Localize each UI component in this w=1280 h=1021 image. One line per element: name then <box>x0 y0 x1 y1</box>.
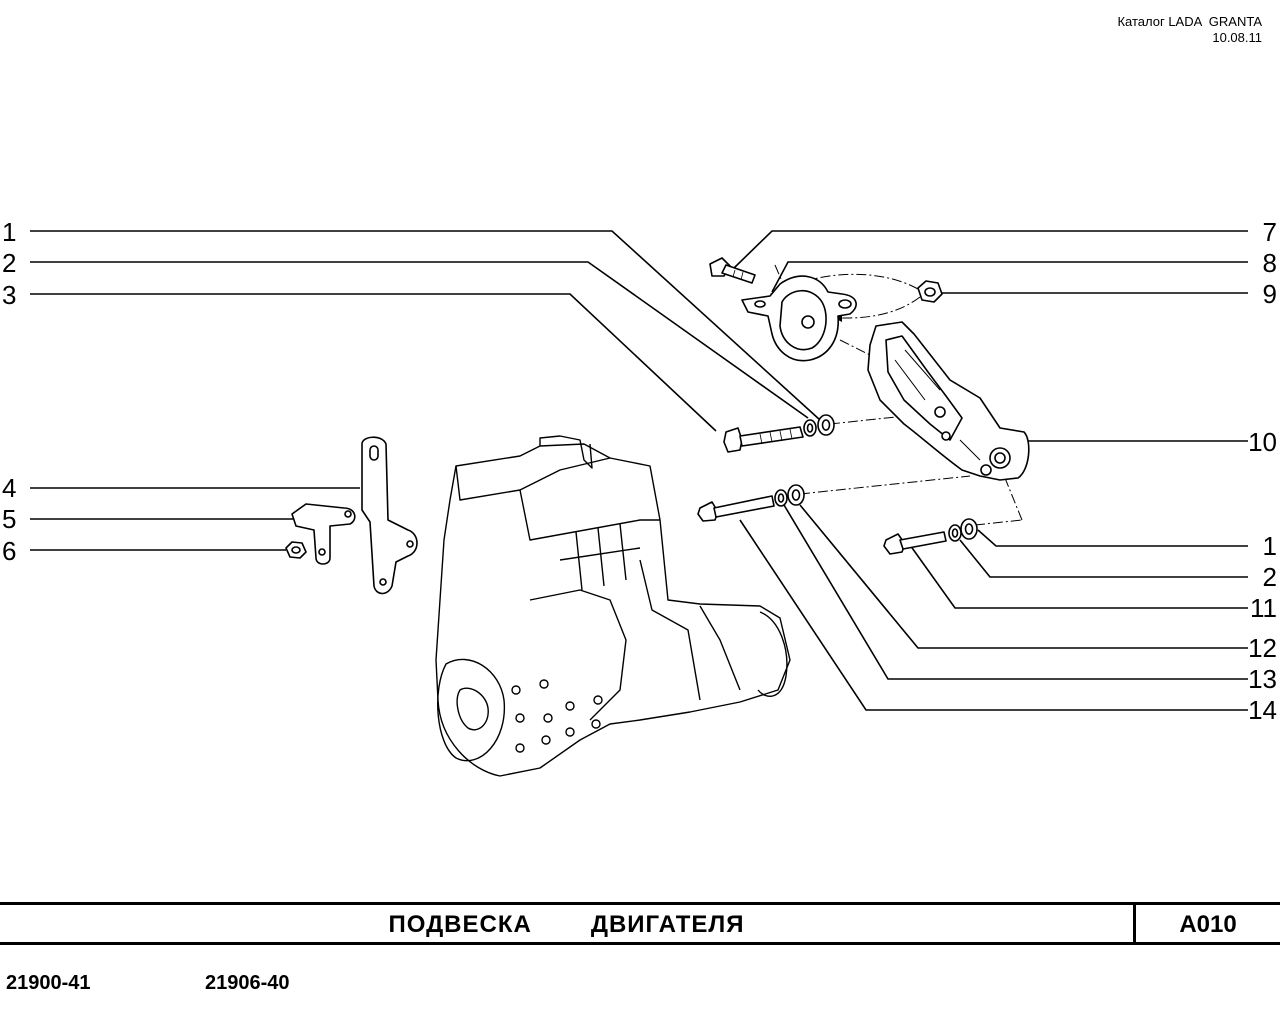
callout-11: 11 <box>1250 593 1277 623</box>
callout-14: 14 <box>1248 695 1277 725</box>
leader-2-left <box>30 261 809 419</box>
callout-2-right: 2 <box>1263 562 1277 592</box>
nut-9 <box>917 280 943 303</box>
callout-2-left: 2 <box>2 248 16 278</box>
callout-6: 6 <box>2 536 16 566</box>
bracket-10 <box>867 321 1030 481</box>
leader-11 <box>909 544 1248 609</box>
bolt-11 <box>883 531 947 555</box>
callout-1-left: 1 <box>2 217 16 247</box>
leader-3-left <box>30 293 717 432</box>
bolt-14 <box>697 495 775 522</box>
leader-1-right <box>977 529 1248 547</box>
callout-3-left: 3 <box>2 280 16 310</box>
model-code-2: 21906-40 <box>205 972 290 994</box>
leader-13 <box>783 504 1248 680</box>
catalog-header: Каталог LADA GRANTA 10.08.11 <box>1117 14 1262 46</box>
callout-10: 10 <box>1248 427 1277 457</box>
leader-8 <box>771 261 1248 293</box>
bracket-5 <box>291 503 356 565</box>
callout-12: 12 <box>1248 633 1277 663</box>
leader-7 <box>733 230 1248 269</box>
engine-assembly <box>435 435 791 777</box>
leader-12 <box>799 504 1248 649</box>
sheet-code: А010 <box>1179 911 1237 938</box>
bracket-4 <box>361 436 418 595</box>
rubber-mount-8 <box>741 275 857 362</box>
nut-6 <box>285 541 307 559</box>
callout-5: 5 <box>2 504 16 534</box>
model-code-1: 21900-41 <box>6 972 91 994</box>
callout-13: 13 <box>1248 664 1277 694</box>
parts-diagram: 1 2 3 4 5 6 7 8 9 10 1 2 11 12 13 14 <box>2 217 1277 777</box>
title-divider <box>1133 905 1136 942</box>
catalog-name: Каталог LADA GRANTA <box>1117 14 1262 29</box>
title-bar: ПОДВЕСКА ДВИГАТЕЛЯ А010 <box>0 902 1280 945</box>
callout-1-right: 1 <box>1263 531 1277 561</box>
callout-9: 9 <box>1263 279 1277 309</box>
catalog-date: 10.08.11 <box>1212 30 1262 45</box>
bolt-3 <box>723 426 804 453</box>
leader-1-left <box>30 230 821 421</box>
callout-4: 4 <box>2 473 16 503</box>
leader-2-right <box>959 539 1248 578</box>
leader-14 <box>739 519 1248 711</box>
page-title: ПОДВЕСКА ДВИГАТЕЛЯ <box>388 911 745 938</box>
bolt-7 <box>709 257 756 284</box>
callout-7: 7 <box>1263 217 1277 247</box>
callout-8: 8 <box>1263 248 1277 278</box>
